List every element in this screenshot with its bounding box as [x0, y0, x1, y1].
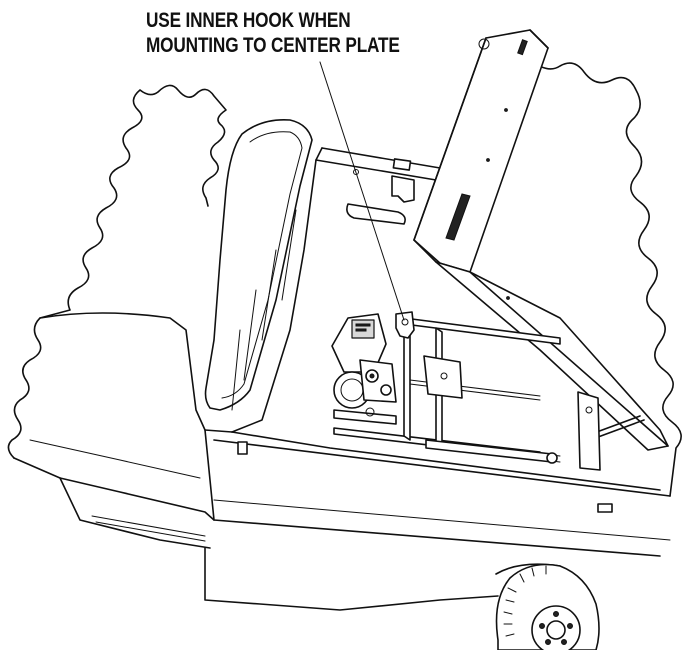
- lid-rivet-1: [504, 108, 508, 112]
- tire-tread: [503, 565, 547, 637]
- tow-bar-end: [546, 452, 558, 464]
- tie-down-hook: [391, 175, 415, 203]
- mount-frame-side: [403, 323, 411, 441]
- bed-floor-edge: [231, 431, 661, 491]
- center-plate-hole: [440, 372, 448, 380]
- winch-base-bolt: [365, 407, 375, 417]
- winch-gear-2: [380, 384, 392, 396]
- bed-front-wall-lower: [231, 147, 323, 433]
- winch-gearbox: [359, 359, 397, 403]
- lid-rivet-2: [486, 158, 490, 162]
- bed-left-wall-ribs: [231, 209, 297, 411]
- wheel-hub: [546, 620, 566, 640]
- center-plate: [423, 355, 463, 399]
- toolbox-panel-edge: [469, 271, 669, 447]
- panel-rivet: [506, 296, 510, 300]
- toolbox-panel: [435, 261, 669, 451]
- lug-4: [545, 639, 551, 645]
- stake-pocket-front: [392, 158, 412, 171]
- bed-left-wall: [315, 159, 437, 181]
- right-break-line: [529, 59, 682, 497]
- winch-bolt: [369, 373, 375, 379]
- cab-body: [39, 312, 206, 431]
- callout-label: USE INNER HOOK WHEN MOUNTING TO CENTER P…: [146, 8, 400, 58]
- inner-hook-hole: [401, 318, 409, 326]
- callout-line-1: USE INNER HOOK WHEN: [146, 9, 351, 32]
- bed-side-lower: [213, 499, 671, 541]
- cab-rear-panel: [13, 457, 215, 521]
- callout-line-2: MOUNTING TO CENTER PLATE: [146, 34, 400, 57]
- strut-bracket-hole: [585, 406, 593, 414]
- lid-latch: [517, 39, 528, 56]
- bumper-break-line: [204, 547, 499, 611]
- winch-base: [333, 409, 397, 425]
- lid-hinge-ring: [478, 38, 490, 50]
- callout-leader-line: [319, 61, 405, 321]
- lug-5: [561, 639, 567, 645]
- cab-side-crease: [29, 439, 201, 479]
- bed-side-rail: [204, 429, 661, 557]
- lug-3: [539, 623, 545, 629]
- lug-2: [567, 623, 573, 629]
- cab-rocker-inner: [91, 515, 206, 542]
- bed-side-marker-right: [597, 503, 613, 513]
- cab-rocker: [59, 477, 211, 549]
- bed-side-top: [213, 439, 671, 497]
- rear-window: [204, 118, 313, 411]
- bed-side-marker-left: [237, 441, 248, 455]
- toolbox-lid: [413, 29, 549, 273]
- lug-1: [553, 611, 559, 617]
- strut-bracket: [577, 391, 601, 471]
- winch-label-marks: [355, 323, 371, 332]
- toolbox-lid-edge: [413, 29, 549, 241]
- bed-wall-opening: [346, 203, 406, 225]
- rear-window-inner: [221, 131, 303, 399]
- bed-rivet: [353, 169, 359, 175]
- cab-break-line: [7, 84, 227, 459]
- lid-stripe: [445, 193, 471, 241]
